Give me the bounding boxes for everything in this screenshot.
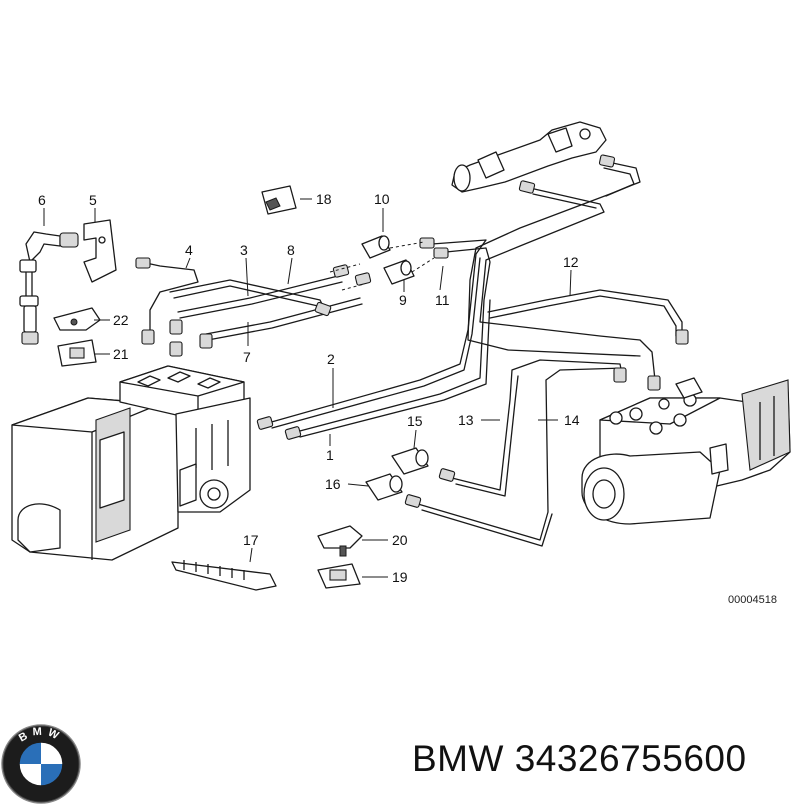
brake-hose-6 xyxy=(19,231,79,345)
abs-hydraulic-unit-left xyxy=(11,365,251,561)
plug-15 xyxy=(391,447,429,475)
callout-6: 6 xyxy=(38,192,46,208)
bmw-logo: BMW xyxy=(1,724,81,804)
callout-2: 2 xyxy=(327,351,335,367)
callout-15: 15 xyxy=(407,413,423,429)
callout-9: 9 xyxy=(399,292,407,308)
clip-21 xyxy=(57,339,97,367)
callout-19: 19 xyxy=(392,569,408,585)
callout-3: 3 xyxy=(240,242,248,258)
clip-22 xyxy=(53,307,101,331)
callout-21: 21 xyxy=(113,346,129,362)
clip-20 xyxy=(317,525,363,557)
leader-lines xyxy=(43,198,572,578)
holder-strip-17 xyxy=(171,560,277,591)
plug-9 xyxy=(383,259,415,285)
callout-14: 14 xyxy=(564,412,580,428)
callout-1: 1 xyxy=(326,447,334,463)
callout-17: 17 xyxy=(243,532,259,548)
plug-10 xyxy=(361,235,391,259)
abs-hydraulic-unit-right xyxy=(581,377,791,525)
plug-16 xyxy=(365,473,403,501)
diagram-reference-code: 00004518 xyxy=(728,594,777,606)
caption-part-number: BMW 34326755600 xyxy=(412,738,747,779)
callout-7: 7 xyxy=(243,349,251,365)
master-cylinder xyxy=(451,121,607,193)
callout-18: 18 xyxy=(316,191,332,207)
callout-12: 12 xyxy=(563,254,579,270)
callout-16: 16 xyxy=(325,476,341,492)
clip-19 xyxy=(317,563,361,589)
cap-18 xyxy=(261,185,297,215)
bracket-5 xyxy=(83,219,117,283)
callout-20: 20 xyxy=(392,532,408,548)
callout-13: 13 xyxy=(458,412,474,428)
callout-4: 4 xyxy=(185,242,193,258)
callout-numbers: 6 5 18 10 4 3 8 12 9 11 22 21 7 2 1 13 1… xyxy=(38,191,580,585)
callout-5: 5 xyxy=(89,192,97,208)
callout-22: 22 xyxy=(113,312,129,328)
callout-10: 10 xyxy=(374,191,390,207)
callout-8: 8 xyxy=(287,242,295,258)
brake-pipes xyxy=(145,161,683,547)
callout-11: 11 xyxy=(435,292,450,308)
